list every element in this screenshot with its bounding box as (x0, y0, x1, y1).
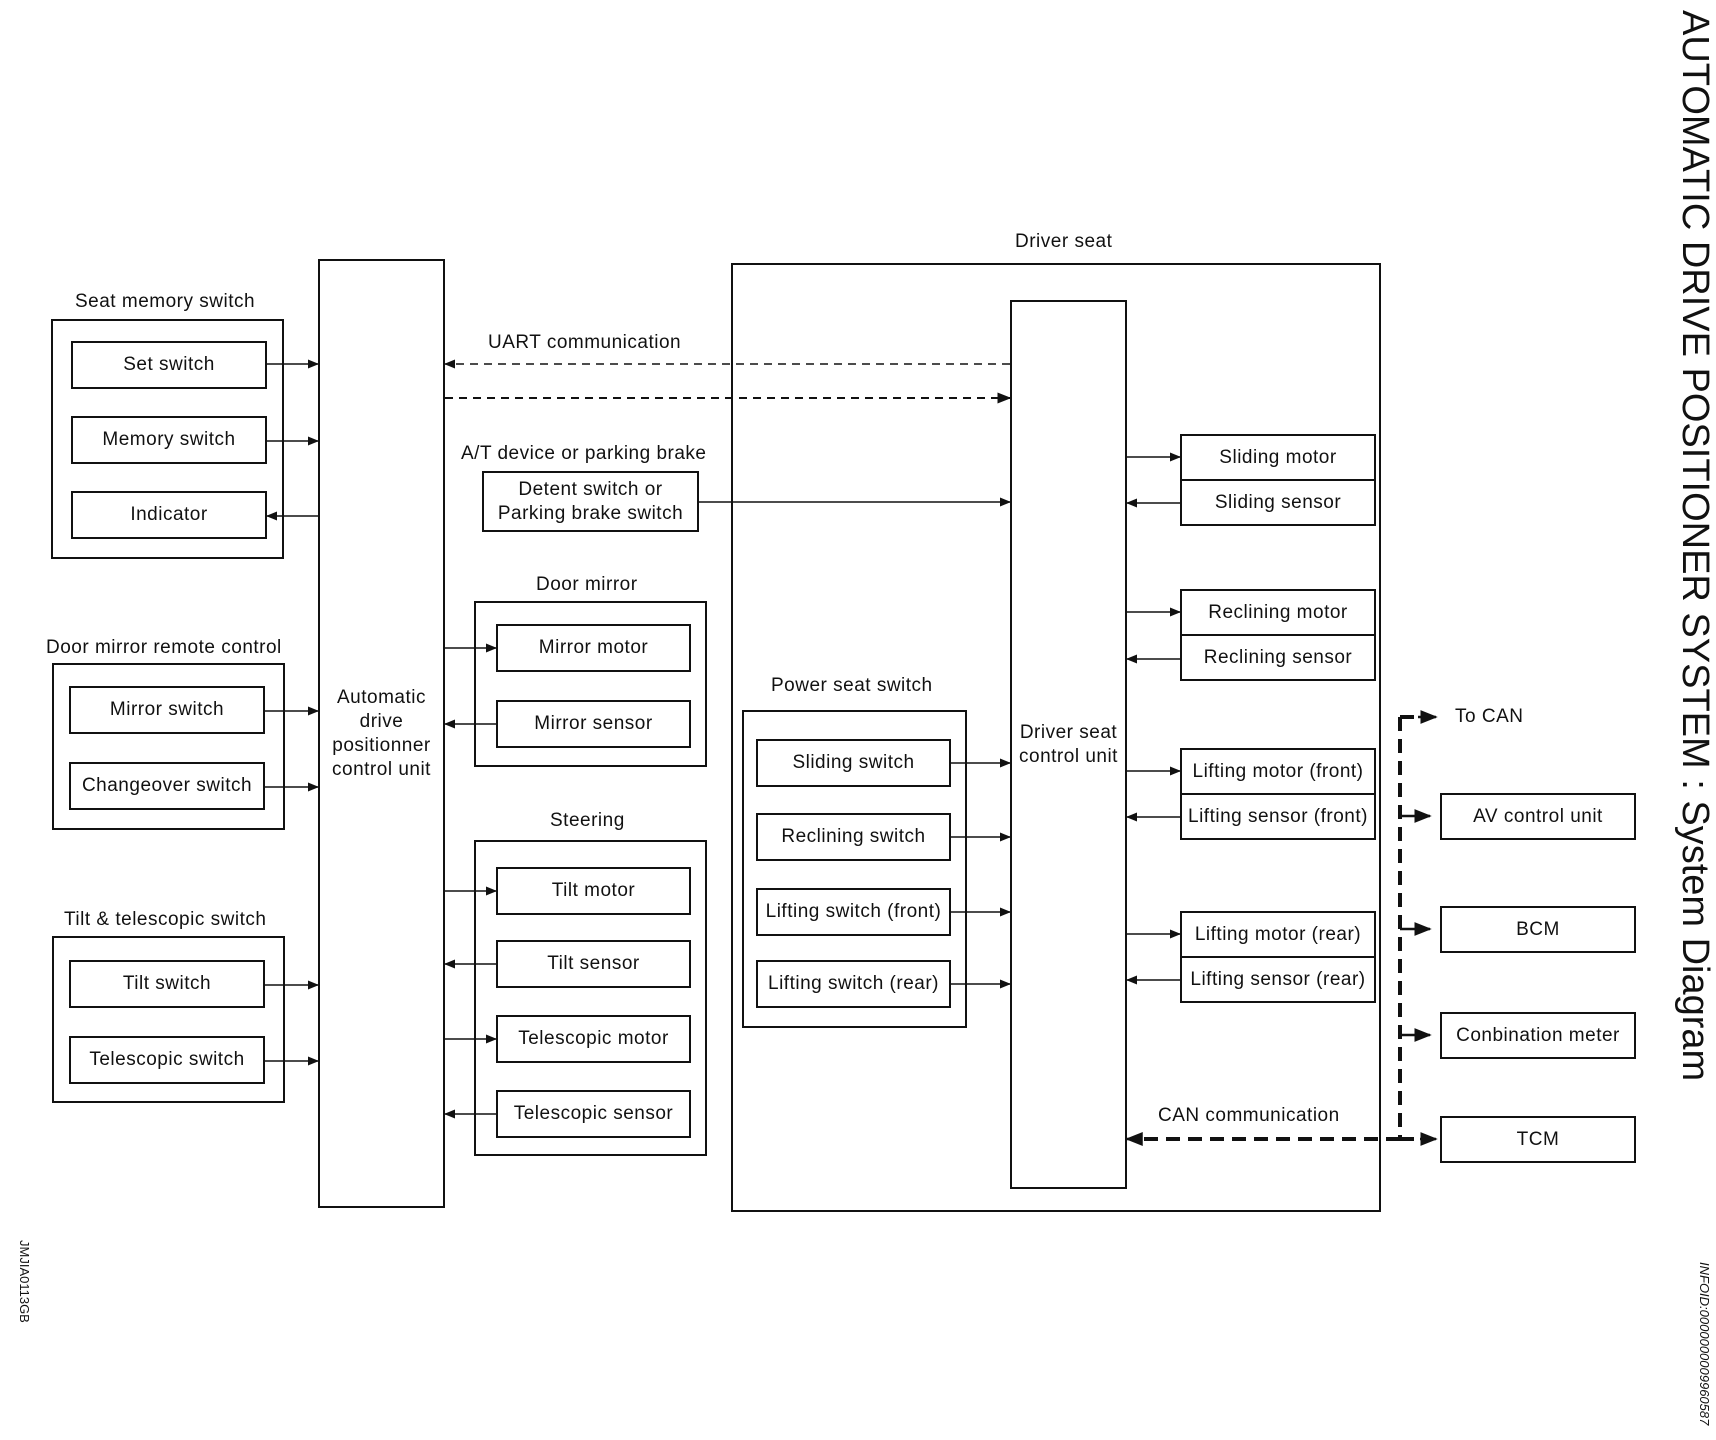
sliding-motor-label: Sliding motor (1219, 446, 1337, 468)
reclining-sensor-box: Reclining sensor (1180, 634, 1376, 681)
tilt-motor-label: Tilt motor (551, 880, 636, 901)
lifting-motor-front-box: Lifting motor (front) (1180, 748, 1376, 795)
telescopic-motor-box: Telescopic motor (496, 1015, 691, 1063)
to-can-label: To CAN (1455, 706, 1524, 727)
lifting-switch-rear-box: Lifting switch (rear) (756, 960, 951, 1008)
reclining-switch-label: Reclining switch (781, 826, 926, 847)
sliding-sensor-label: Sliding sensor (1214, 491, 1342, 513)
can-communication-label: CAN communication (1158, 1105, 1340, 1126)
memory-switch-label: Memory switch (102, 429, 236, 450)
mirror-switch-label: Mirror switch (109, 699, 225, 720)
seat-memory-switch-group (51, 319, 284, 559)
driver-seat-caption: Driver seat (1015, 231, 1113, 252)
reclining-motor-label: Reclining motor (1208, 601, 1348, 623)
lifting-sensor-rear-box: Lifting sensor (rear) (1180, 956, 1376, 1003)
door-mirror-caption: Door mirror (536, 574, 638, 595)
tilt-sensor-box: Tilt sensor (496, 940, 691, 988)
adp-unit-line-1: Automatic (337, 686, 426, 708)
power-seat-switch-caption: Power seat switch (771, 675, 933, 696)
bcm-label: BCM (1516, 918, 1560, 940)
adp-unit-line-4: control unit (332, 758, 431, 780)
seat-memory-switch-caption: Seat memory switch (75, 291, 256, 312)
sliding-sensor-box: Sliding sensor (1180, 479, 1376, 526)
telescopic-sensor-label: Telescopic sensor (513, 1103, 674, 1124)
tilt-telescopic-switch-group (52, 936, 285, 1103)
indicator-box: Indicator (71, 491, 267, 539)
adp-unit-line-3: positionner (332, 734, 431, 756)
steering-group (474, 840, 707, 1156)
lifting-switch-front-box: Lifting switch (front) (756, 888, 951, 936)
mirror-motor-box: Mirror motor (496, 624, 691, 672)
driver-unit-line-2: control unit (1019, 745, 1118, 767)
telescopic-motor-label: Telescopic motor (518, 1028, 669, 1049)
combination-meter-box: Conbination meter (1440, 1012, 1636, 1059)
tilt-switch-label: Tilt switch (122, 973, 212, 994)
indicator-label: Indicator (130, 504, 208, 525)
reclining-motor-box: Reclining motor (1180, 589, 1376, 636)
mirror-switch-box: Mirror switch (69, 686, 265, 734)
tilt-telescopic-switch-caption: Tilt & telescopic switch (64, 909, 267, 930)
changeover-switch-label: Changeover switch (81, 775, 253, 796)
tcm-label: TCM (1516, 1128, 1560, 1150)
power-seat-switch-group (742, 710, 967, 1028)
detent-line-2: Parking brake switch (497, 502, 684, 524)
telescopic-switch-label: Telescopic switch (89, 1049, 245, 1070)
adp-unit-line-2: drive (359, 710, 404, 732)
lifting-sensor-front-box: Lifting sensor (front) (1180, 793, 1376, 840)
driver-unit-line-1: Driver seat (1019, 721, 1118, 743)
lifting-motor-rear-box: Lifting motor (rear) (1180, 911, 1376, 958)
driver-seat-control-unit: Driver seat control unit (1010, 300, 1127, 1189)
telescopic-switch-box: Telescopic switch (69, 1036, 265, 1084)
driver-seat-group (731, 263, 1381, 1212)
detent-switch-box: Detent switch or Parking brake switch (482, 471, 699, 532)
reclining-switch-box: Reclining switch (756, 813, 951, 861)
lifting-switch-rear-label: Lifting switch (rear) (768, 973, 939, 994)
set-switch-label: Set switch (123, 354, 215, 375)
tilt-switch-box: Tilt switch (69, 960, 265, 1008)
steering-caption: Steering (550, 810, 625, 831)
uart-communication-label: UART communication (488, 332, 682, 353)
av-control-unit-label: AV control unit (1473, 805, 1603, 827)
door-mirror-remote-control-group (52, 663, 285, 830)
at-device-caption: A/T device or parking brake (461, 443, 707, 464)
tilt-sensor-label: Tilt sensor (547, 953, 640, 974)
telescopic-sensor-box: Telescopic sensor (496, 1090, 691, 1138)
lifting-motor-rear-label: Lifting motor (rear) (1194, 923, 1362, 945)
door-mirror-remote-control-caption: Door mirror remote control (46, 637, 282, 658)
av-control-unit-box: AV control unit (1440, 793, 1636, 840)
sliding-switch-label: Sliding switch (792, 752, 915, 773)
mirror-sensor-box: Mirror sensor (496, 700, 691, 748)
lifting-motor-front-label: Lifting motor (front) (1192, 760, 1364, 782)
lifting-sensor-rear-label: Lifting sensor (rear) (1190, 968, 1366, 990)
bcm-box: BCM (1440, 906, 1636, 953)
mirror-motor-label: Mirror motor (538, 637, 649, 658)
reclining-sensor-label: Reclining sensor (1203, 646, 1353, 668)
tilt-motor-box: Tilt motor (496, 867, 691, 915)
memory-switch-box: Memory switch (71, 416, 267, 464)
changeover-switch-box: Changeover switch (69, 762, 265, 810)
set-switch-box: Set switch (71, 341, 267, 389)
mirror-sensor-label: Mirror sensor (534, 713, 653, 734)
adp-control-unit: Automatic drive positionner control unit (318, 259, 445, 1208)
lifting-sensor-front-label: Lifting sensor (front) (1188, 805, 1368, 827)
detent-line-1: Detent switch or (518, 478, 663, 500)
sliding-switch-box: Sliding switch (756, 739, 951, 787)
door-mirror-group (474, 601, 707, 767)
lifting-switch-front-label: Lifting switch (front) (765, 901, 942, 922)
tcm-box: TCM (1440, 1116, 1636, 1163)
sliding-motor-box: Sliding motor (1180, 434, 1376, 481)
combination-meter-label: Conbination meter (1456, 1024, 1620, 1046)
